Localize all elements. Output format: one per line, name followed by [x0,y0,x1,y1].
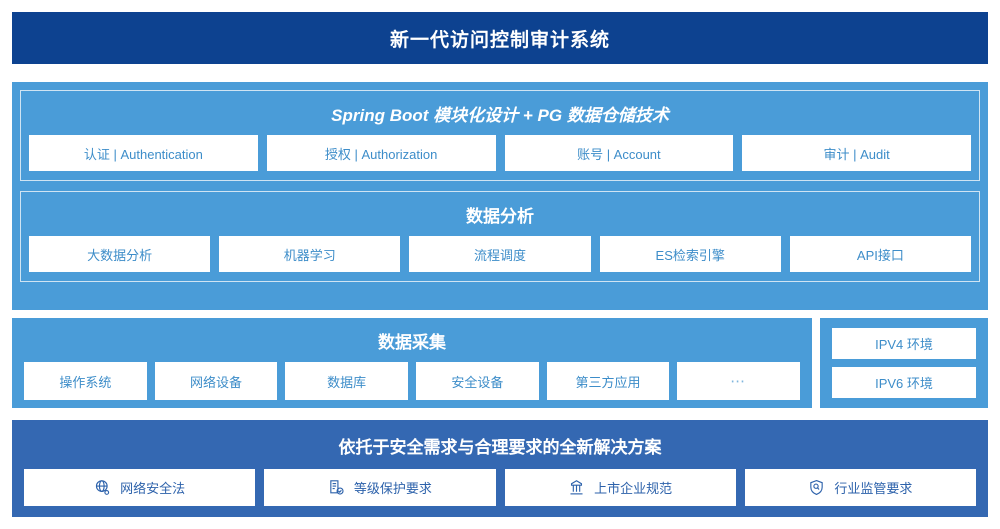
modules-group-title: Spring Boot 模块化设计 + PG 数据仓储技术 [331,106,669,125]
module-card-account[interactable]: 账号 | Account [504,135,734,171]
compliance-title: 依托于安全需求与合理要求的全新解决方案 [338,438,662,457]
collection-card-database[interactable]: 数据库 [285,362,409,400]
module-card-label: 授权 | Authorization [324,146,438,162]
module-card-label: 认证 | Authentication [83,146,203,162]
collection-card-operating-system[interactable]: 操作系统 [24,362,147,400]
compliance-card-classified-protection[interactable]: 等级保护要求 [264,469,496,506]
analysis-card-label: 流程调度 [474,247,527,263]
environment-card-ipv4[interactable]: IPV4 环境 [832,328,976,359]
analysis-group: 数据分析 大数据分析 机器学习 流程调度 ES检索引擎 API接口 [20,191,980,282]
module-card-label: 审计 | Audit [823,146,890,162]
modules-group: Spring Boot 模块化设计 + PG 数据仓储技术 认证 | Authe… [20,90,980,181]
collection-inner: 数据采集 操作系统 网络设备 数据库 安全设备 第三方应用 ⋯ [12,326,812,400]
analysis-card-label: API接口 [856,247,904,263]
compliance-card-listed-enterprise[interactable]: 上市企业规范 [504,469,736,506]
collection-card-label: 操作系统 [59,374,112,390]
compliance-card-label: 等级保护要求 [353,481,432,496]
modules-card-row: 认证 | Authentication 授权 | Authorization 账… [29,135,971,171]
page-title-bar: 新一代访问控制审计系统 [12,12,988,64]
analysis-card-label: 机器学习 [283,247,336,263]
collection-card-row: 操作系统 网络设备 数据库 安全设备 第三方应用 ⋯ [24,362,801,400]
module-card-label: 账号 | Account [577,146,661,162]
compliance-card-label: 网络安全法 [120,481,186,496]
shield-search-icon [808,479,825,496]
collection-title: 数据采集 [378,333,446,352]
compliance-panel: 依托于安全需求与合理要求的全新解决方案 网络安全法 [12,420,988,517]
analysis-card-label: ES检索引擎 [655,247,725,263]
environment-panel: IPV4 环境 IPV6 环境 [820,318,988,408]
compliance-card-row: 网络安全法 等级保护要求 [12,469,988,506]
collection-card-label: 安全设备 [451,374,504,390]
collection-card-label: 网络设备 [190,374,243,390]
analysis-card-label: 大数据分析 [87,247,153,263]
analysis-card-row: 大数据分析 机器学习 流程调度 ES检索引擎 API接口 [29,236,972,272]
page-title: 新一代访问控制审计系统 [389,29,610,51]
architecture-panel: Spring Boot 模块化设计 + PG 数据仓储技术 认证 | Authe… [12,82,988,310]
module-card-authentication[interactable]: 认证 | Authentication [29,135,258,171]
analysis-card-process-scheduling[interactable]: 流程调度 [409,236,591,272]
collection-card-label: 数据库 [327,374,367,390]
environment-card-label: IPV4 环境 [875,337,933,352]
analysis-card-bigdata[interactable]: 大数据分析 [29,236,211,272]
collection-card-third-party-app[interactable]: 第三方应用 [546,362,670,400]
globe-network-icon [94,479,111,496]
module-card-audit[interactable]: 审计 | Audit [742,135,971,171]
analysis-card-es-search[interactable]: ES检索引擎 [599,236,781,272]
analysis-group-title: 数据分析 [466,207,534,226]
collection-panel: 数据采集 操作系统 网络设备 数据库 安全设备 第三方应用 ⋯ [12,318,812,408]
collection-card-label: 第三方应用 [575,374,641,390]
environment-card-label: IPV6 环境 [875,376,933,391]
collection-card-label: ⋯ [730,373,748,390]
bank-building-icon [568,479,585,496]
module-card-authorization[interactable]: 授权 | Authorization [266,135,496,171]
collection-card-more[interactable]: ⋯ [677,362,801,400]
collection-card-security-device[interactable]: 安全设备 [416,362,539,400]
compliance-card-label: 行业监管要求 [834,481,913,496]
compliance-card-industry-regulation[interactable]: 行业监管要求 [744,469,976,506]
analysis-card-machine-learning[interactable]: 机器学习 [219,236,401,272]
compliance-card-cybersecurity-law[interactable]: 网络安全法 [24,469,256,506]
compliance-card-label: 上市企业规范 [594,481,673,496]
collection-card-network-device[interactable]: 网络设备 [154,362,278,400]
document-check-icon [328,479,345,496]
environment-card-ipv6[interactable]: IPV6 环境 [832,367,976,398]
analysis-card-api[interactable]: API接口 [789,236,972,272]
